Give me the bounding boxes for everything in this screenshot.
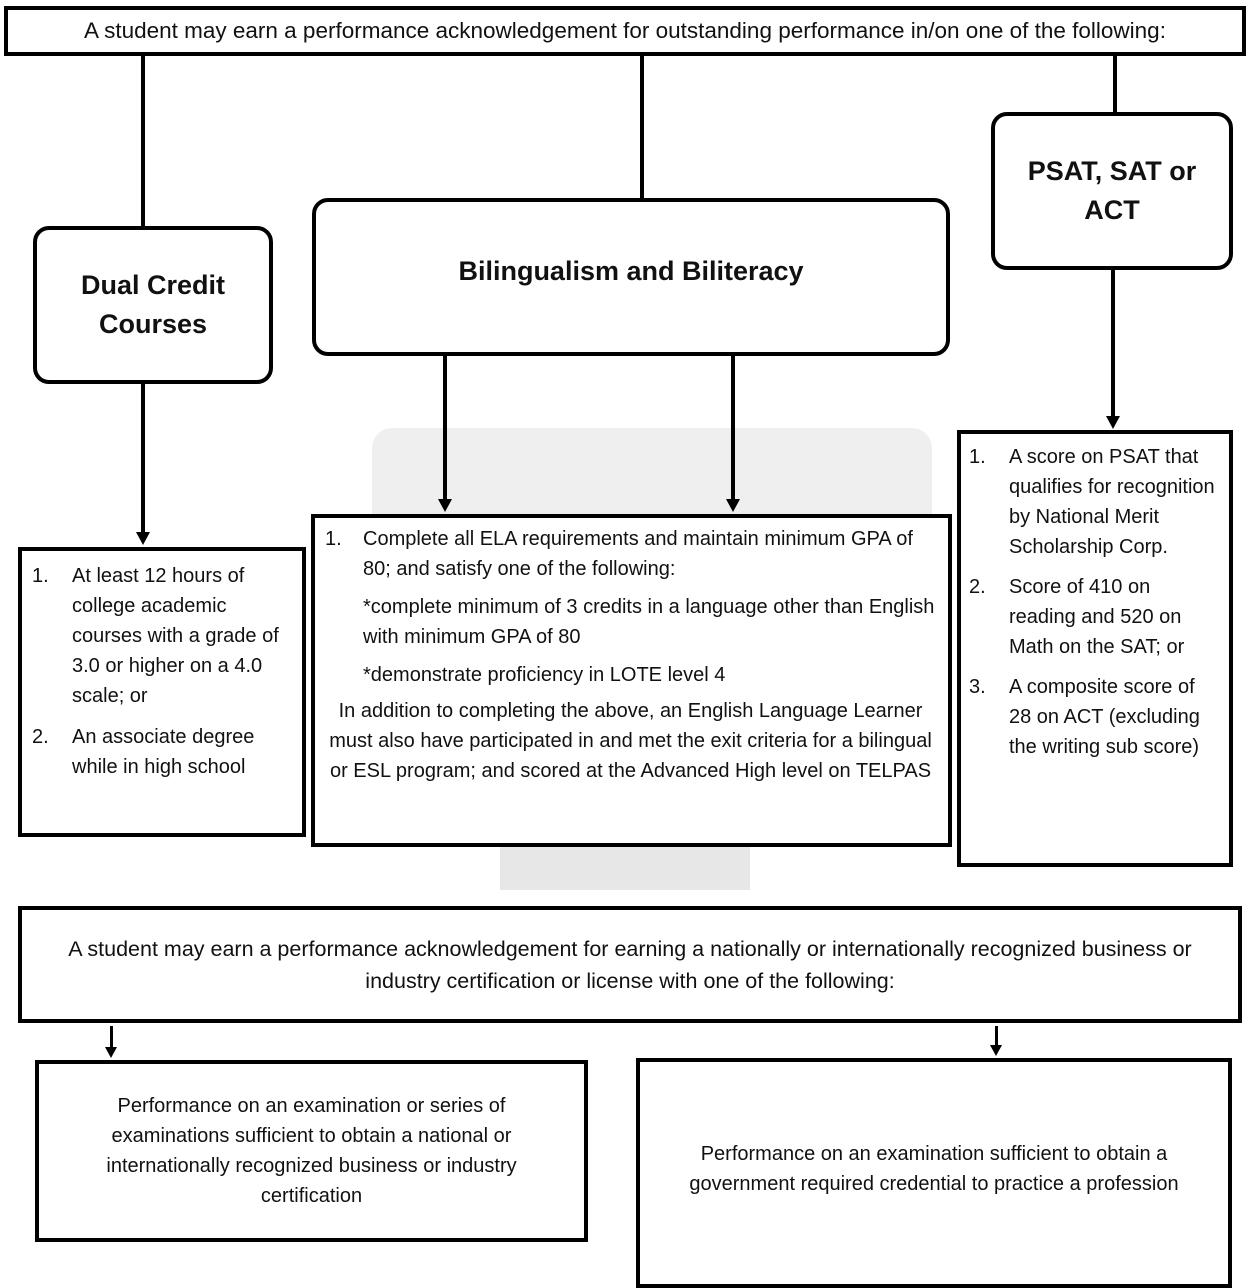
arrow-dual-credit-line: [141, 384, 145, 534]
list-item: 2. An associate degree while in high sch…: [32, 722, 292, 782]
list-number: 1.: [32, 565, 49, 587]
certification-header-text: A student may earn a performance acknowl…: [68, 936, 1192, 993]
arrow-psat-head: [1106, 416, 1120, 429]
list-item: 2. Score of 410 on reading and 520 on Ma…: [969, 572, 1219, 662]
dual-credit-title-box: Dual Credit Courses: [33, 226, 273, 384]
list-number: 2.: [32, 726, 49, 748]
option-complete-credits: *complete minimum of 3 credits in a lang…: [363, 596, 935, 648]
list-number: 1.: [969, 446, 986, 468]
bilingual-title: Bilingualism and Biliteracy: [458, 255, 804, 286]
connector-dual-credit: [141, 56, 145, 226]
list-number: 3.: [969, 676, 986, 698]
arrow-bilingual-right-head: [726, 499, 740, 512]
top-header-box: A student may earn a performance acknowl…: [4, 6, 1246, 56]
list-text: An associate degree while in high school: [72, 726, 255, 778]
certification-option-right-text: Performance on an examination sufficient…: [689, 1143, 1179, 1195]
list-text: A composite score of 28 on ACT (excludin…: [1009, 676, 1200, 758]
additional-requirement: In addition to completing the above, an …: [329, 700, 932, 782]
list-text: Score of 410 on reading and 520 on Math …: [1009, 576, 1185, 658]
certification-option-right-box: Performance on an examination sufficient…: [636, 1058, 1232, 1288]
arrow-bilingual-left-head: [438, 499, 452, 512]
list-item: 1. Complete all ELA requirements and mai…: [325, 524, 936, 584]
connector-psat: [1113, 56, 1117, 112]
psat-list: 1. A score on PSAT that qualifies for re…: [969, 442, 1219, 762]
list-text: At least 12 hours of college academic co…: [72, 565, 279, 707]
dual-credit-title-line2: Courses: [98, 309, 208, 339]
dual-credit-list: 1. At least 12 hours of college academic…: [32, 561, 292, 782]
certification-header-box: A student may earn a performance acknowl…: [18, 906, 1242, 1023]
list-item: 1. A score on PSAT that qualifies for re…: [969, 442, 1219, 562]
arrow-bilingual-right-line: [731, 356, 735, 501]
psat-detail-box: 1. A score on PSAT that qualifies for re…: [957, 430, 1233, 867]
arrow-psat-line: [1111, 270, 1115, 418]
list-item: 1. At least 12 hours of college academic…: [32, 561, 292, 711]
dual-credit-title-line1: Dual Credit: [80, 270, 226, 300]
arrow-cert-right-line: [995, 1026, 998, 1046]
psat-title-line1: PSAT, SAT or: [1027, 156, 1197, 186]
top-header-text: A student may earn a performance acknowl…: [84, 18, 1166, 43]
list-number: 2.: [969, 576, 986, 598]
arrow-dual-credit-head: [136, 532, 150, 545]
arrow-cert-left-head: [105, 1047, 117, 1058]
list-text: Complete all ELA requirements and mainta…: [363, 528, 913, 580]
arrow-bilingual-left-line: [443, 356, 447, 501]
list-number: 1.: [325, 528, 342, 550]
dual-credit-detail-box: 1. At least 12 hours of college academic…: [18, 547, 306, 837]
psat-title-line2: ACT: [1084, 195, 1140, 225]
list-item: 3. A composite score of 28 on ACT (exclu…: [969, 672, 1219, 762]
connector-bilingual: [640, 56, 644, 198]
certification-option-left-box: Performance on an examination or series …: [35, 1060, 588, 1242]
bilingual-detail-box: 1. Complete all ELA requirements and mai…: [311, 514, 952, 847]
certification-option-left-text: Performance on an examination or series …: [106, 1095, 517, 1207]
arrow-cert-left-line: [110, 1026, 113, 1048]
list-text: A score on PSAT that qualifies for recog…: [1009, 446, 1215, 558]
bilingual-title-box: Bilingualism and Biliteracy: [312, 198, 950, 356]
option-demonstrate-proficiency: *demonstrate proficiency in LOTE level 4: [363, 664, 726, 686]
arrow-cert-right-head: [990, 1045, 1002, 1056]
psat-title-box: PSAT, SAT or ACT: [991, 112, 1233, 270]
